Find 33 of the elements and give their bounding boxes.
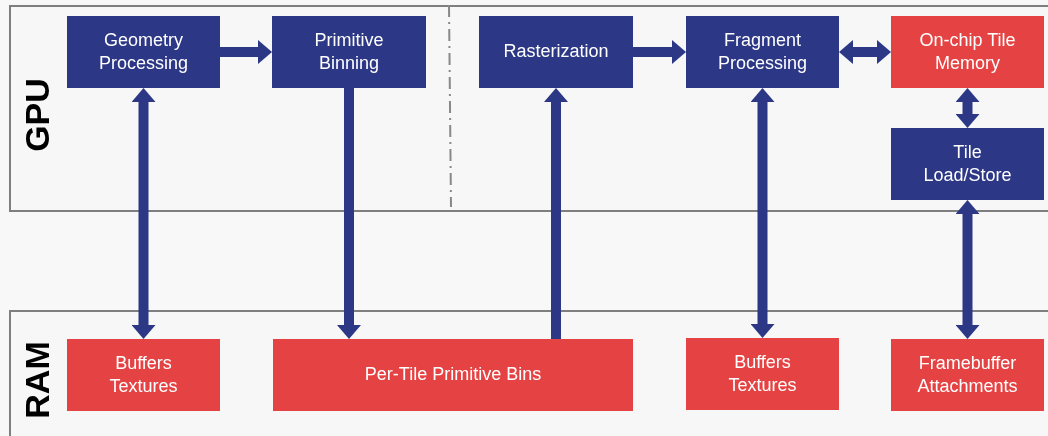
memory-box — [891, 339, 1044, 411]
box-label: Rasterization — [503, 40, 609, 64]
process-box — [272, 16, 426, 88]
box-label: Framebuffer Attachments — [916, 351, 1019, 398]
box-label: Fragment Processing — [716, 28, 808, 75]
arrow — [337, 88, 361, 339]
arrow — [633, 40, 686, 64]
memory-box — [891, 16, 1044, 88]
process-box — [479, 16, 633, 88]
arrow — [750, 88, 775, 338]
box-label: Buffers Textures — [727, 350, 798, 397]
process-box — [686, 16, 839, 88]
arrow — [839, 40, 891, 64]
section-panel — [9, 310, 1048, 436]
section-title: GPU — [20, 78, 54, 152]
section-panel — [9, 5, 1048, 212]
arrow — [544, 88, 568, 339]
process-box — [891, 128, 1044, 200]
box-label: Tile Load/Store — [922, 140, 1013, 187]
arrow — [955, 88, 980, 128]
arrow — [131, 88, 156, 339]
box-label: Buffers Textures — [108, 351, 179, 398]
arrow — [220, 40, 272, 64]
box-label: Geometry Processing — [97, 28, 189, 75]
memory-box — [686, 338, 839, 410]
arrow — [955, 200, 980, 339]
memory-box — [273, 339, 633, 411]
memory-box — [67, 339, 220, 411]
box-label: Per-Tile Primitive Bins — [364, 363, 542, 387]
box-label: Primitive Binning — [313, 28, 385, 75]
box-label: On-chip Tile Memory — [918, 28, 1017, 75]
process-box — [67, 16, 220, 88]
section-title: RAM — [20, 341, 54, 419]
